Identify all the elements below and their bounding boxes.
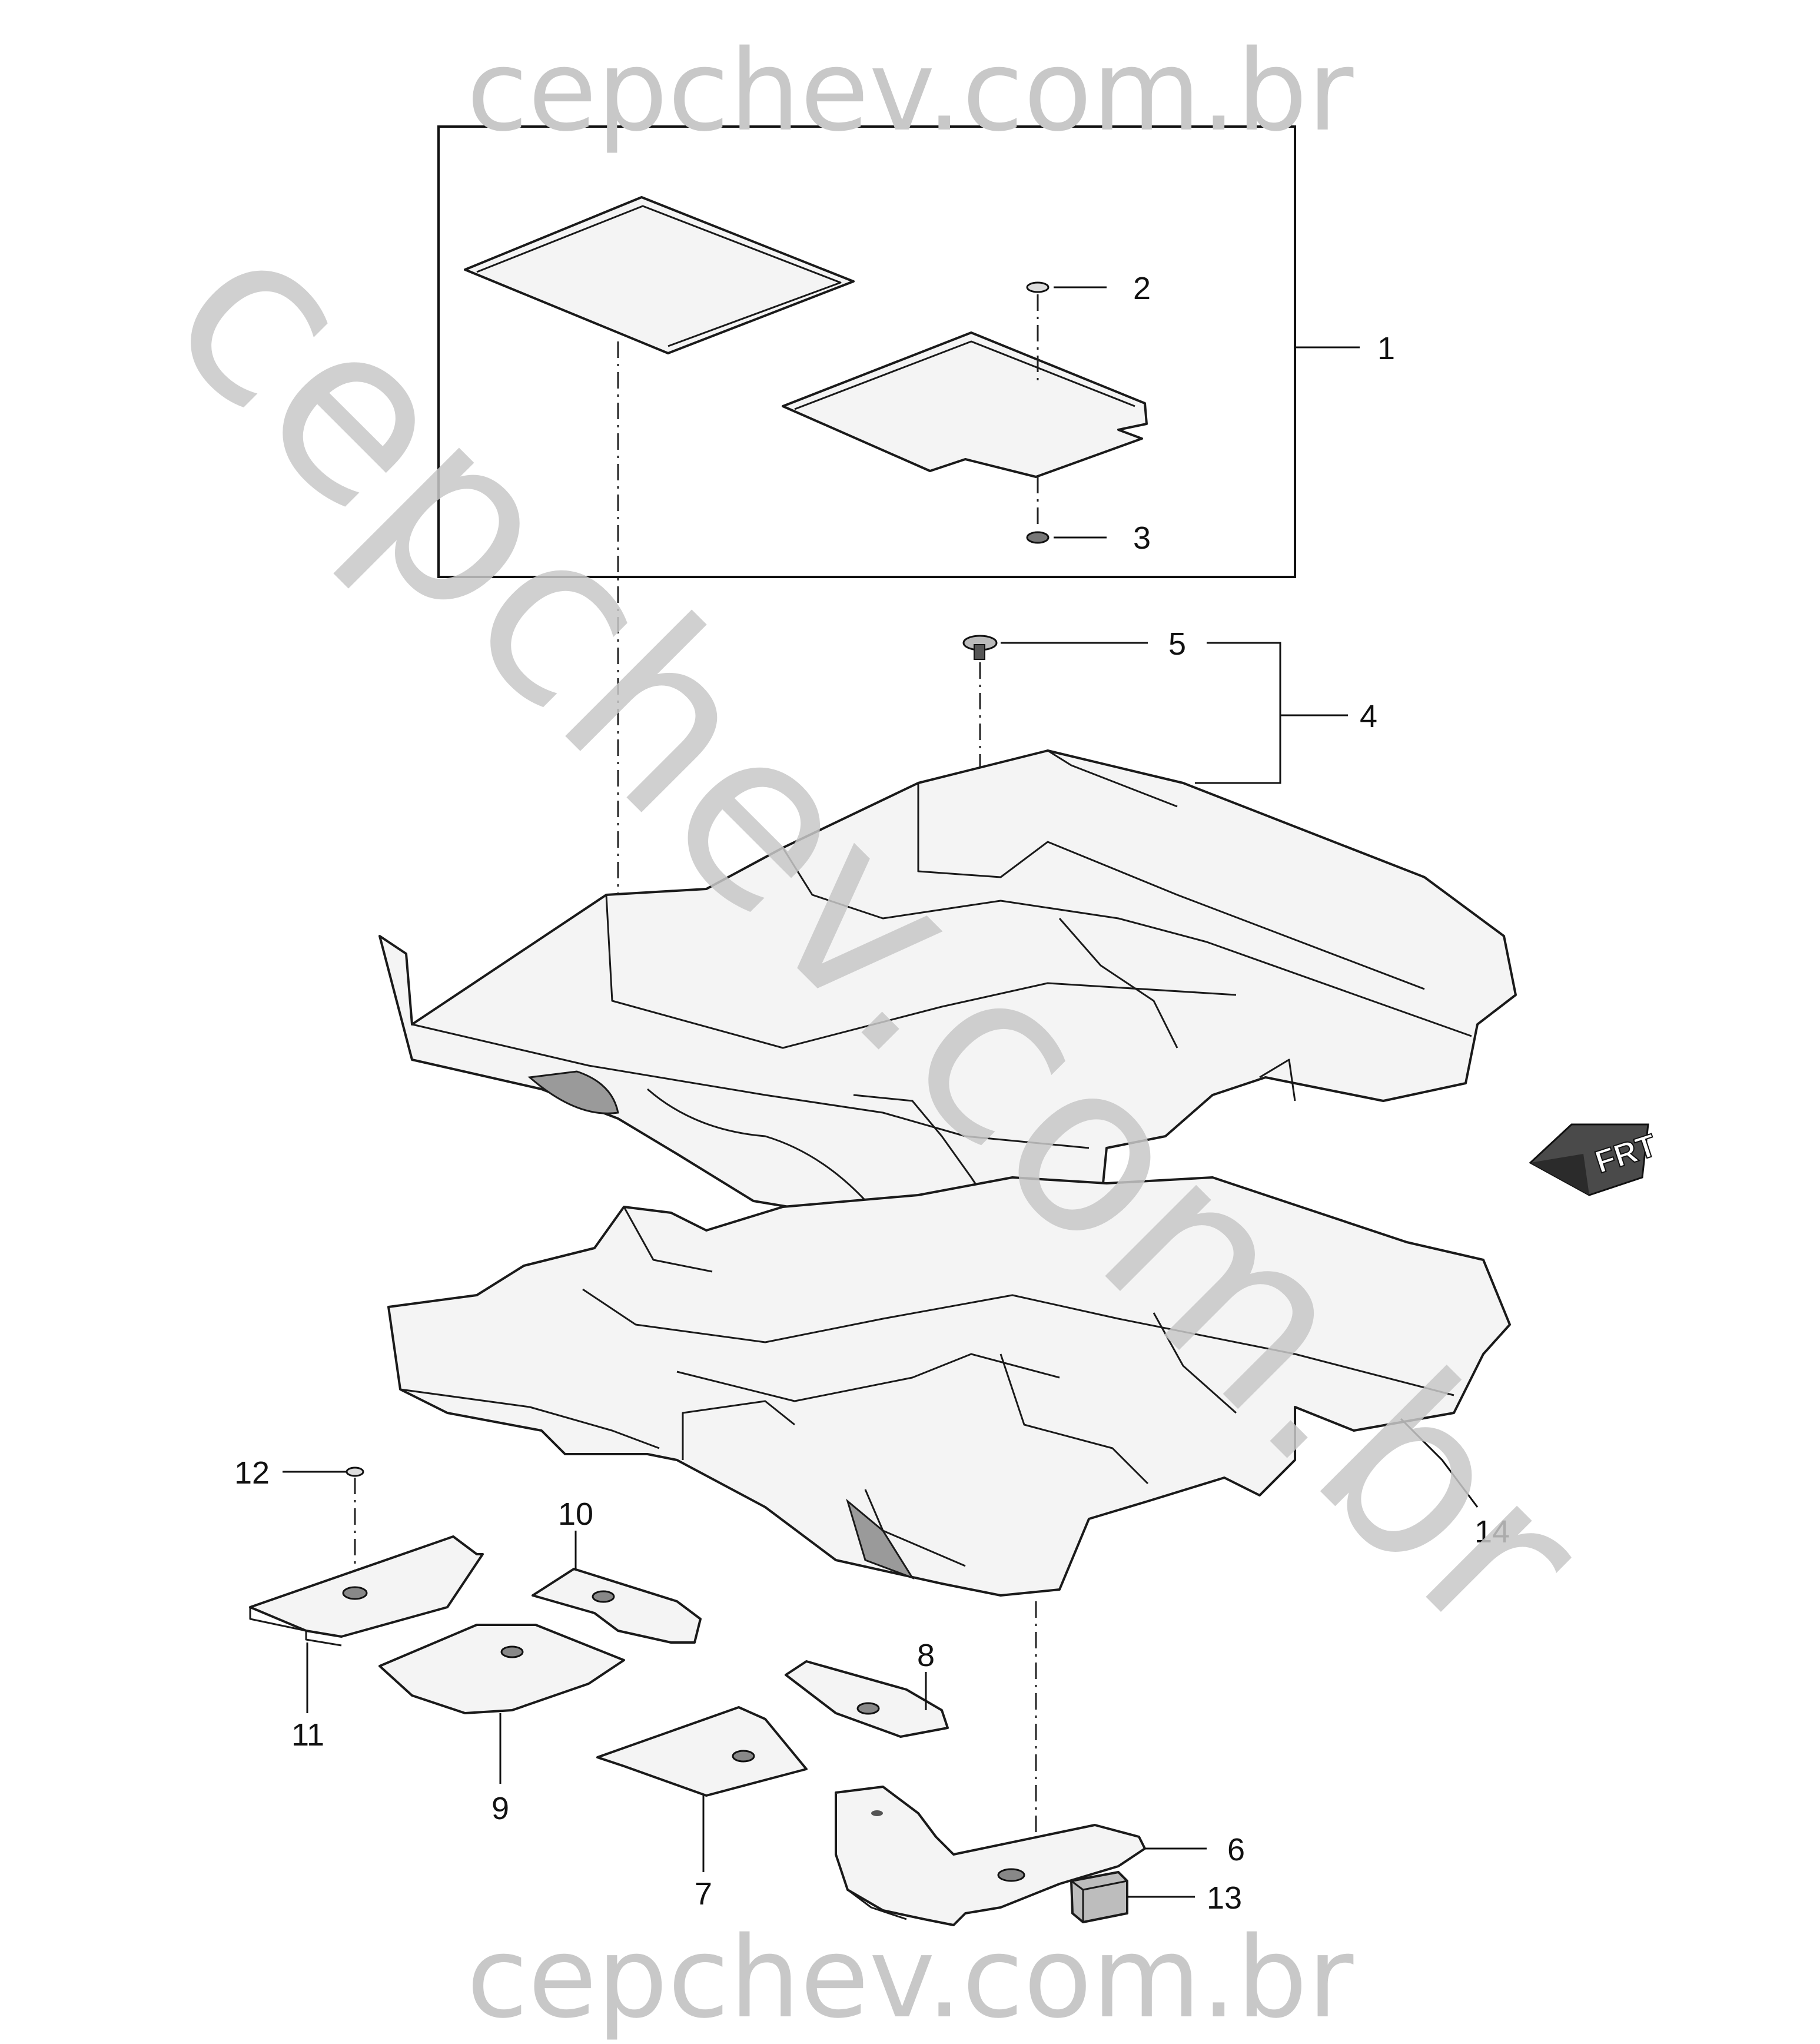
mat-clip-2 [1026, 281, 1050, 293]
pad-10 [532, 1568, 702, 1644]
clip-12 [346, 1466, 364, 1477]
callout-3: 3 [1133, 520, 1151, 556]
frt-arrow-icon [1529, 1123, 1649, 1196]
pad-11 [249, 1535, 484, 1647]
callout-9: 9 [491, 1791, 509, 1826]
callout-5: 5 [1168, 626, 1186, 662]
leader-14 [1400, 1418, 1479, 1508]
watermark-bottom: cepchev.com.br [467, 1913, 1354, 2043]
callout-10: 10 [558, 1496, 593, 1532]
callout-2: 2 [1133, 271, 1151, 306]
mat-clip-3 [1026, 531, 1050, 544]
callout-6: 6 [1227, 1832, 1245, 1867]
bracket-4 [1195, 642, 1281, 784]
callout-11: 11 [291, 1717, 324, 1753]
callout-8: 8 [917, 1638, 935, 1673]
callout-4: 4 [1360, 699, 1377, 734]
carpet-clip-5-pin [974, 644, 985, 660]
watermark-top: cepchev.com.br [467, 26, 1354, 156]
support-6 [835, 1786, 1146, 1926]
callout-13: 13 [1207, 1880, 1242, 1916]
block-13 [1070, 1871, 1128, 1923]
rear-floor-mat [464, 196, 855, 354]
front-floor-mat [782, 331, 1148, 478]
lower-carpet [387, 1176, 1511, 1597]
pad-7 [596, 1706, 808, 1797]
pad-9 [378, 1624, 625, 1714]
callout-7: 7 [695, 1876, 712, 1912]
callout-12: 12 [234, 1455, 270, 1491]
pad-8 [785, 1660, 949, 1738]
callout-1: 1 [1377, 331, 1395, 366]
upper-carpet [378, 749, 1517, 1249]
callout-14: 14 [1474, 1514, 1510, 1549]
